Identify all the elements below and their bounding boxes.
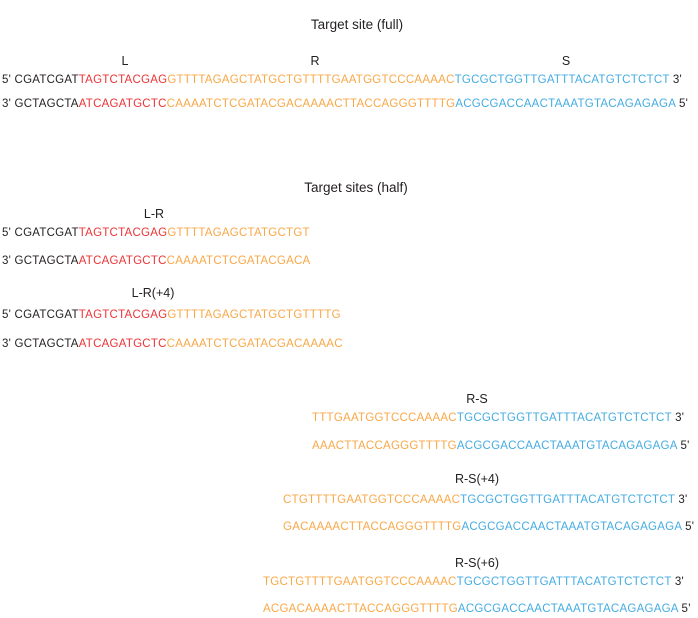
seq-segment-black: 5' CGATCGAT xyxy=(2,74,79,86)
group-label-l-r: L-R xyxy=(143,207,165,221)
l-r-top-strand: 5' CGATCGATTAGTCTACGAGGTTTTAGAGCTATGCTGT xyxy=(2,227,310,240)
region-label-l: L xyxy=(121,54,129,68)
full-site-title: Target site (full) xyxy=(310,17,404,32)
seq-segment-black: 3' xyxy=(671,412,685,424)
r-s-bottom-strand: AAACTTACCAGGGTTTTGACGCGACCAACTAAATGTACAG… xyxy=(312,440,690,453)
seq-segment-blue: TGCGCTGGTTGATTTACATGTCTCTCT xyxy=(454,74,670,86)
seq-segment-black: 5' xyxy=(678,603,691,615)
seq-segment-black: 3' GCTAGCTA xyxy=(2,255,79,267)
seq-segment-orange: CAAAATCTCGATACGACA xyxy=(166,255,311,267)
seq-segment-black: 5' xyxy=(677,440,690,452)
seq-segment-blue: TGCGCTGGTTGATTTACATGTCTCTCT xyxy=(456,412,672,424)
full-site-bottom-strand: 3' GCTAGCTAATCAGATGCTCCAAAATCTCGATACGACA… xyxy=(2,98,689,111)
seq-segment-black: 3' xyxy=(669,74,682,86)
seq-segment-red: ATCAGATGCTC xyxy=(78,98,167,110)
seq-segment-orange: TGCTGTTTTGAATGGTCCCAAAAC xyxy=(263,576,457,588)
r-s-top-strand: TTTGAATGGTCCCAAAACTGCGCTGGTTGATTTACATGTC… xyxy=(312,412,685,425)
seq-segment-orange: AAACTTACCAGGGTTTTG xyxy=(312,440,457,452)
seq-segment-blue: TGCGCTGGTTGATTTACATGTCTCTCT xyxy=(456,576,672,588)
full-site-top-strand: 5' CGATCGATTAGTCTACGAGGTTTTAGAGCTATGCTGT… xyxy=(2,74,682,87)
seq-segment-black: 5' xyxy=(681,521,695,533)
seq-segment-orange: GTTTTAGAGCTATGCTGTTTTG xyxy=(167,309,341,321)
r-s-plus4-bottom-strand: GACAAAACTTACCAGGGTTTTGACGCGACCAACTAAATGT… xyxy=(283,521,695,534)
seq-segment-orange: CAAAATCTCGATACGACAAAACTTACCAGGGTTTTG xyxy=(166,98,456,110)
seq-segment-black: 5' CGATCGAT xyxy=(2,227,79,239)
seq-segment-black: 5' CGATCGAT xyxy=(2,309,79,321)
seq-segment-orange: ACGACAAAACTTACCAGGGTTTTG xyxy=(263,603,458,615)
seq-segment-black: 3' xyxy=(674,494,688,506)
group-label-r-s-plus6: R-S(+6) xyxy=(454,556,500,570)
group-label-r-s: R-S xyxy=(466,392,488,406)
seq-segment-blue: ACGCGACCAACTAAATGTACAGAGAGA xyxy=(457,603,679,615)
seq-segment-black: 5' xyxy=(675,98,689,110)
r-s-plus6-bottom-strand: ACGACAAAACTTACCAGGGTTTTGACGCGACCAACTAAAT… xyxy=(263,603,691,616)
group-label-r-s-plus4: R-S(+4) xyxy=(454,472,500,486)
seq-segment-blue: ACGCGACCAACTAAATGTACAGAGAGA xyxy=(461,521,682,533)
seq-segment-blue: TGCGCTGGTTGATTTACATGTCTCTCT xyxy=(460,494,675,506)
group-label-l-r-plus4: L-R(+4) xyxy=(131,286,175,300)
seq-segment-orange: GTTTTAGAGCTATGCTGTTTTGAATGGTCCCAAAAC xyxy=(167,74,455,86)
r-s-plus6-top-strand: TGCTGTTTTGAATGGTCCCAAAACTGCGCTGGTTGATTTA… xyxy=(263,576,684,589)
region-label-s: S xyxy=(561,54,571,68)
region-label-r: R xyxy=(310,54,320,68)
r-s-plus4-top-strand: CTGTTTTGAATGGTCCCAAAACTGCGCTGGTTGATTTACA… xyxy=(283,494,688,507)
seq-segment-blue: ACGCGACCAACTAAATGTACAGAGAGA xyxy=(455,98,676,110)
seq-segment-red: TAGTCTACGAG xyxy=(78,74,168,86)
l-r-plus4-top-strand: 5' CGATCGATTAGTCTACGAGGTTTTAGAGCTATGCTGT… xyxy=(2,309,341,322)
seq-segment-red: TAGTCTACGAG xyxy=(78,309,168,321)
seq-segment-orange: CTGTTTTGAATGGTCCCAAAAC xyxy=(283,494,461,506)
seq-segment-orange: TTTGAATGGTCCCAAAAC xyxy=(312,412,457,424)
seq-segment-red: TAGTCTACGAG xyxy=(78,227,168,239)
seq-segment-black: 3' GCTAGCTA xyxy=(2,98,79,110)
seq-segment-red: ATCAGATGCTC xyxy=(78,338,167,350)
l-r-plus4-bottom-strand: 3' GCTAGCTAATCAGATGCTCCAAAATCTCGATACGACA… xyxy=(2,338,343,351)
seq-segment-orange: CAAAATCTCGATACGACAAAAC xyxy=(166,338,343,350)
seq-segment-black: 3' GCTAGCTA xyxy=(2,338,79,350)
seq-segment-red: ATCAGATGCTC xyxy=(78,255,167,267)
seq-segment-black: 3' xyxy=(671,576,684,588)
seq-segment-orange: GTTTTAGAGCTATGCTGT xyxy=(167,227,310,239)
seq-segment-orange: GACAAAACTTACCAGGGTTTTG xyxy=(283,521,462,533)
l-r-bottom-strand: 3' GCTAGCTAATCAGATGCTCCAAAATCTCGATACGACA xyxy=(2,255,311,268)
half-sites-title: Target sites (half) xyxy=(304,180,408,195)
seq-segment-blue: ACGCGACCAACTAAATGTACAGAGAGA xyxy=(456,440,678,452)
